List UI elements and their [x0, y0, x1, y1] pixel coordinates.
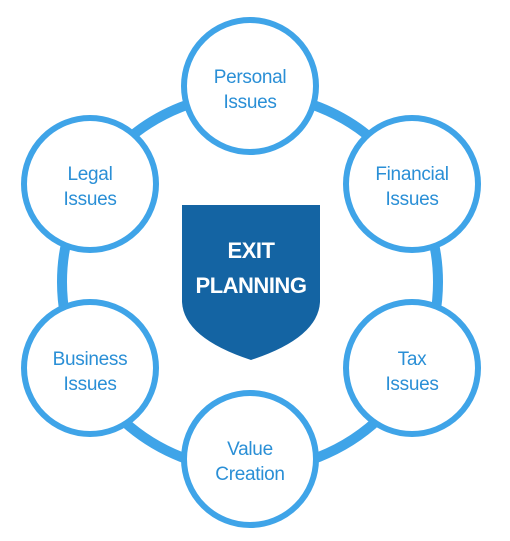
node-circle — [181, 390, 319, 528]
node-label-line1: Tax — [398, 349, 427, 370]
node-label-line2: Issues — [223, 92, 276, 113]
node-circle — [21, 299, 159, 437]
node-personal-issues: Personal Issues — [181, 17, 319, 155]
node-label-line2: Issues — [63, 374, 116, 395]
node-circle — [343, 115, 481, 253]
node-label-line1: Personal — [214, 67, 287, 88]
node-label-line1: Financial — [375, 164, 448, 185]
node-label-line1: Business — [53, 349, 128, 370]
node-label-line1: Legal — [68, 164, 113, 185]
node-business-issues: Business Issues — [21, 299, 159, 437]
node-label-line2: Issues — [385, 189, 438, 210]
center-shield: EXIT PLANNING — [182, 205, 320, 360]
node-label-line2: Issues — [385, 374, 438, 395]
node-circle — [343, 299, 481, 437]
node-value-creation: Value Creation — [181, 390, 319, 528]
node-label-line2: Issues — [63, 189, 116, 210]
node-tax-issues: Tax Issues — [343, 299, 481, 437]
node-financial-issues: Financial Issues — [343, 115, 481, 253]
node-label-line2: Creation — [215, 464, 284, 485]
node-circle — [21, 115, 159, 253]
shield-icon — [182, 205, 320, 360]
node-label-line1: Value — [227, 439, 273, 460]
node-circle — [181, 17, 319, 155]
center-label-line2: PLANNING — [196, 273, 307, 298]
center-label-line1: EXIT — [228, 238, 276, 263]
node-legal-issues: Legal Issues — [21, 115, 159, 253]
